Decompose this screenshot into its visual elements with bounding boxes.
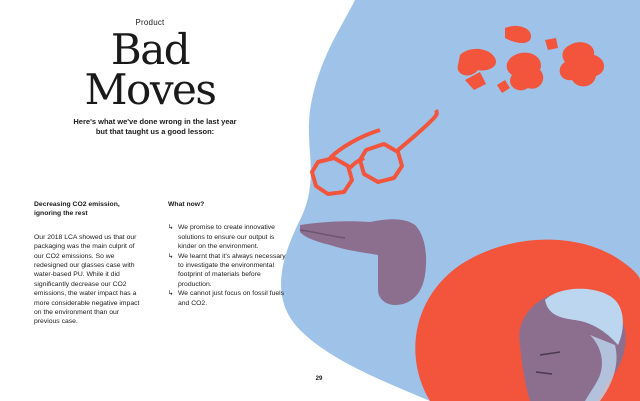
right-column: What now? ↳ We promise to create innovat… xyxy=(168,200,286,308)
left-column-heading: Decreasing CO2 emission, ignoring the re… xyxy=(34,201,120,218)
left-column: Decreasing CO2 emission, ignoring the re… xyxy=(34,200,144,327)
page-number: 29 xyxy=(315,376,323,382)
title-line-1: Bad xyxy=(110,25,191,74)
page-title: Bad Moves xyxy=(40,25,260,114)
face-icon xyxy=(519,288,626,401)
right-column-heading: What now? xyxy=(168,201,205,208)
arrow-icon: ↳ xyxy=(168,252,174,260)
bullet-list: ↳ We promise to create innovative soluti… xyxy=(168,223,286,308)
arrow-icon: ↳ xyxy=(168,224,174,232)
bullet-item: ↳ We learnt that it's always necessary t… xyxy=(168,252,286,290)
bullet-text: We promise to create innovative solution… xyxy=(178,224,275,251)
page-subtitle: Here's what we've done wrong in the last… xyxy=(73,117,237,136)
bullet-text: We learnt that it's always necessary to … xyxy=(178,252,286,288)
title-line-2: Moves xyxy=(84,65,217,114)
section-label: Product xyxy=(135,18,165,27)
glasses-icon xyxy=(310,109,439,196)
arrow-icon: ↳ xyxy=(168,290,174,298)
bullet-text: We cannot just focus on fossil fuels and… xyxy=(178,290,285,307)
bullet-item: ↳ We promise to create innovative soluti… xyxy=(168,223,286,251)
bullet-item: ↳ We cannot just focus on fossil fuels a… xyxy=(168,289,286,308)
left-column-body: Our 2018 LCA showed us that our packagin… xyxy=(34,233,140,326)
splash-shapes xyxy=(457,25,605,93)
hand-icon xyxy=(299,219,427,305)
